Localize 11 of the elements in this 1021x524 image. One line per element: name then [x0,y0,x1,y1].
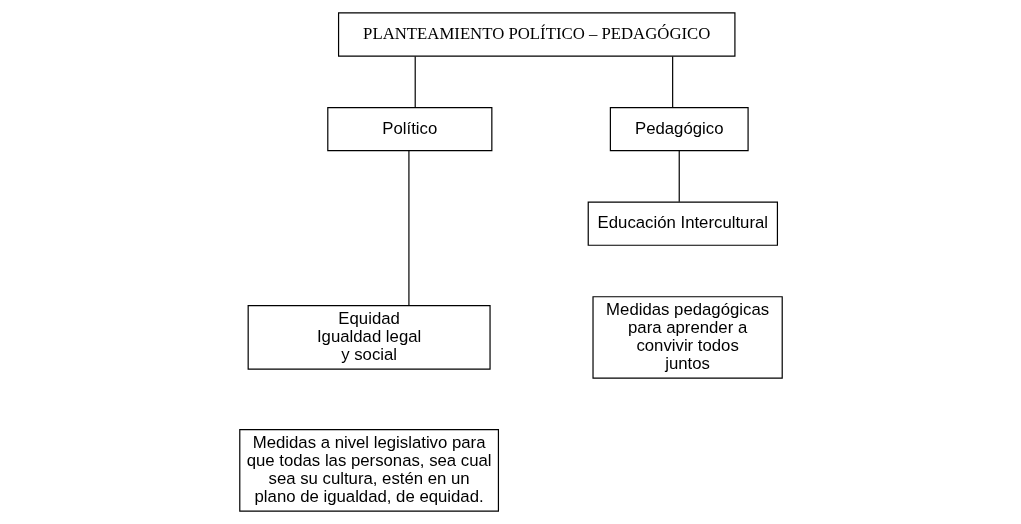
node-box: Equidad Igualdad legal y social [247,305,491,370]
node-box: Político [326,106,492,152]
node-box: Pedagógico [609,106,749,152]
connector [407,150,410,307]
node-box: Medidas a nivel legislativo para que todas las personas, sea cual sea su cultura, estén en un plano de igualdad, de equidad. [238,429,499,512]
connector [678,150,680,203]
connector [414,55,416,108]
node-box: PLANTEAMIENTO POLÍTICO – PEDAGÓGICO [337,12,735,57]
node-box: Educación Intercultural [587,201,778,246]
node-box: Medidas pedagógicas para aprender a convivir todos juntos [591,296,783,379]
connector [671,55,673,108]
